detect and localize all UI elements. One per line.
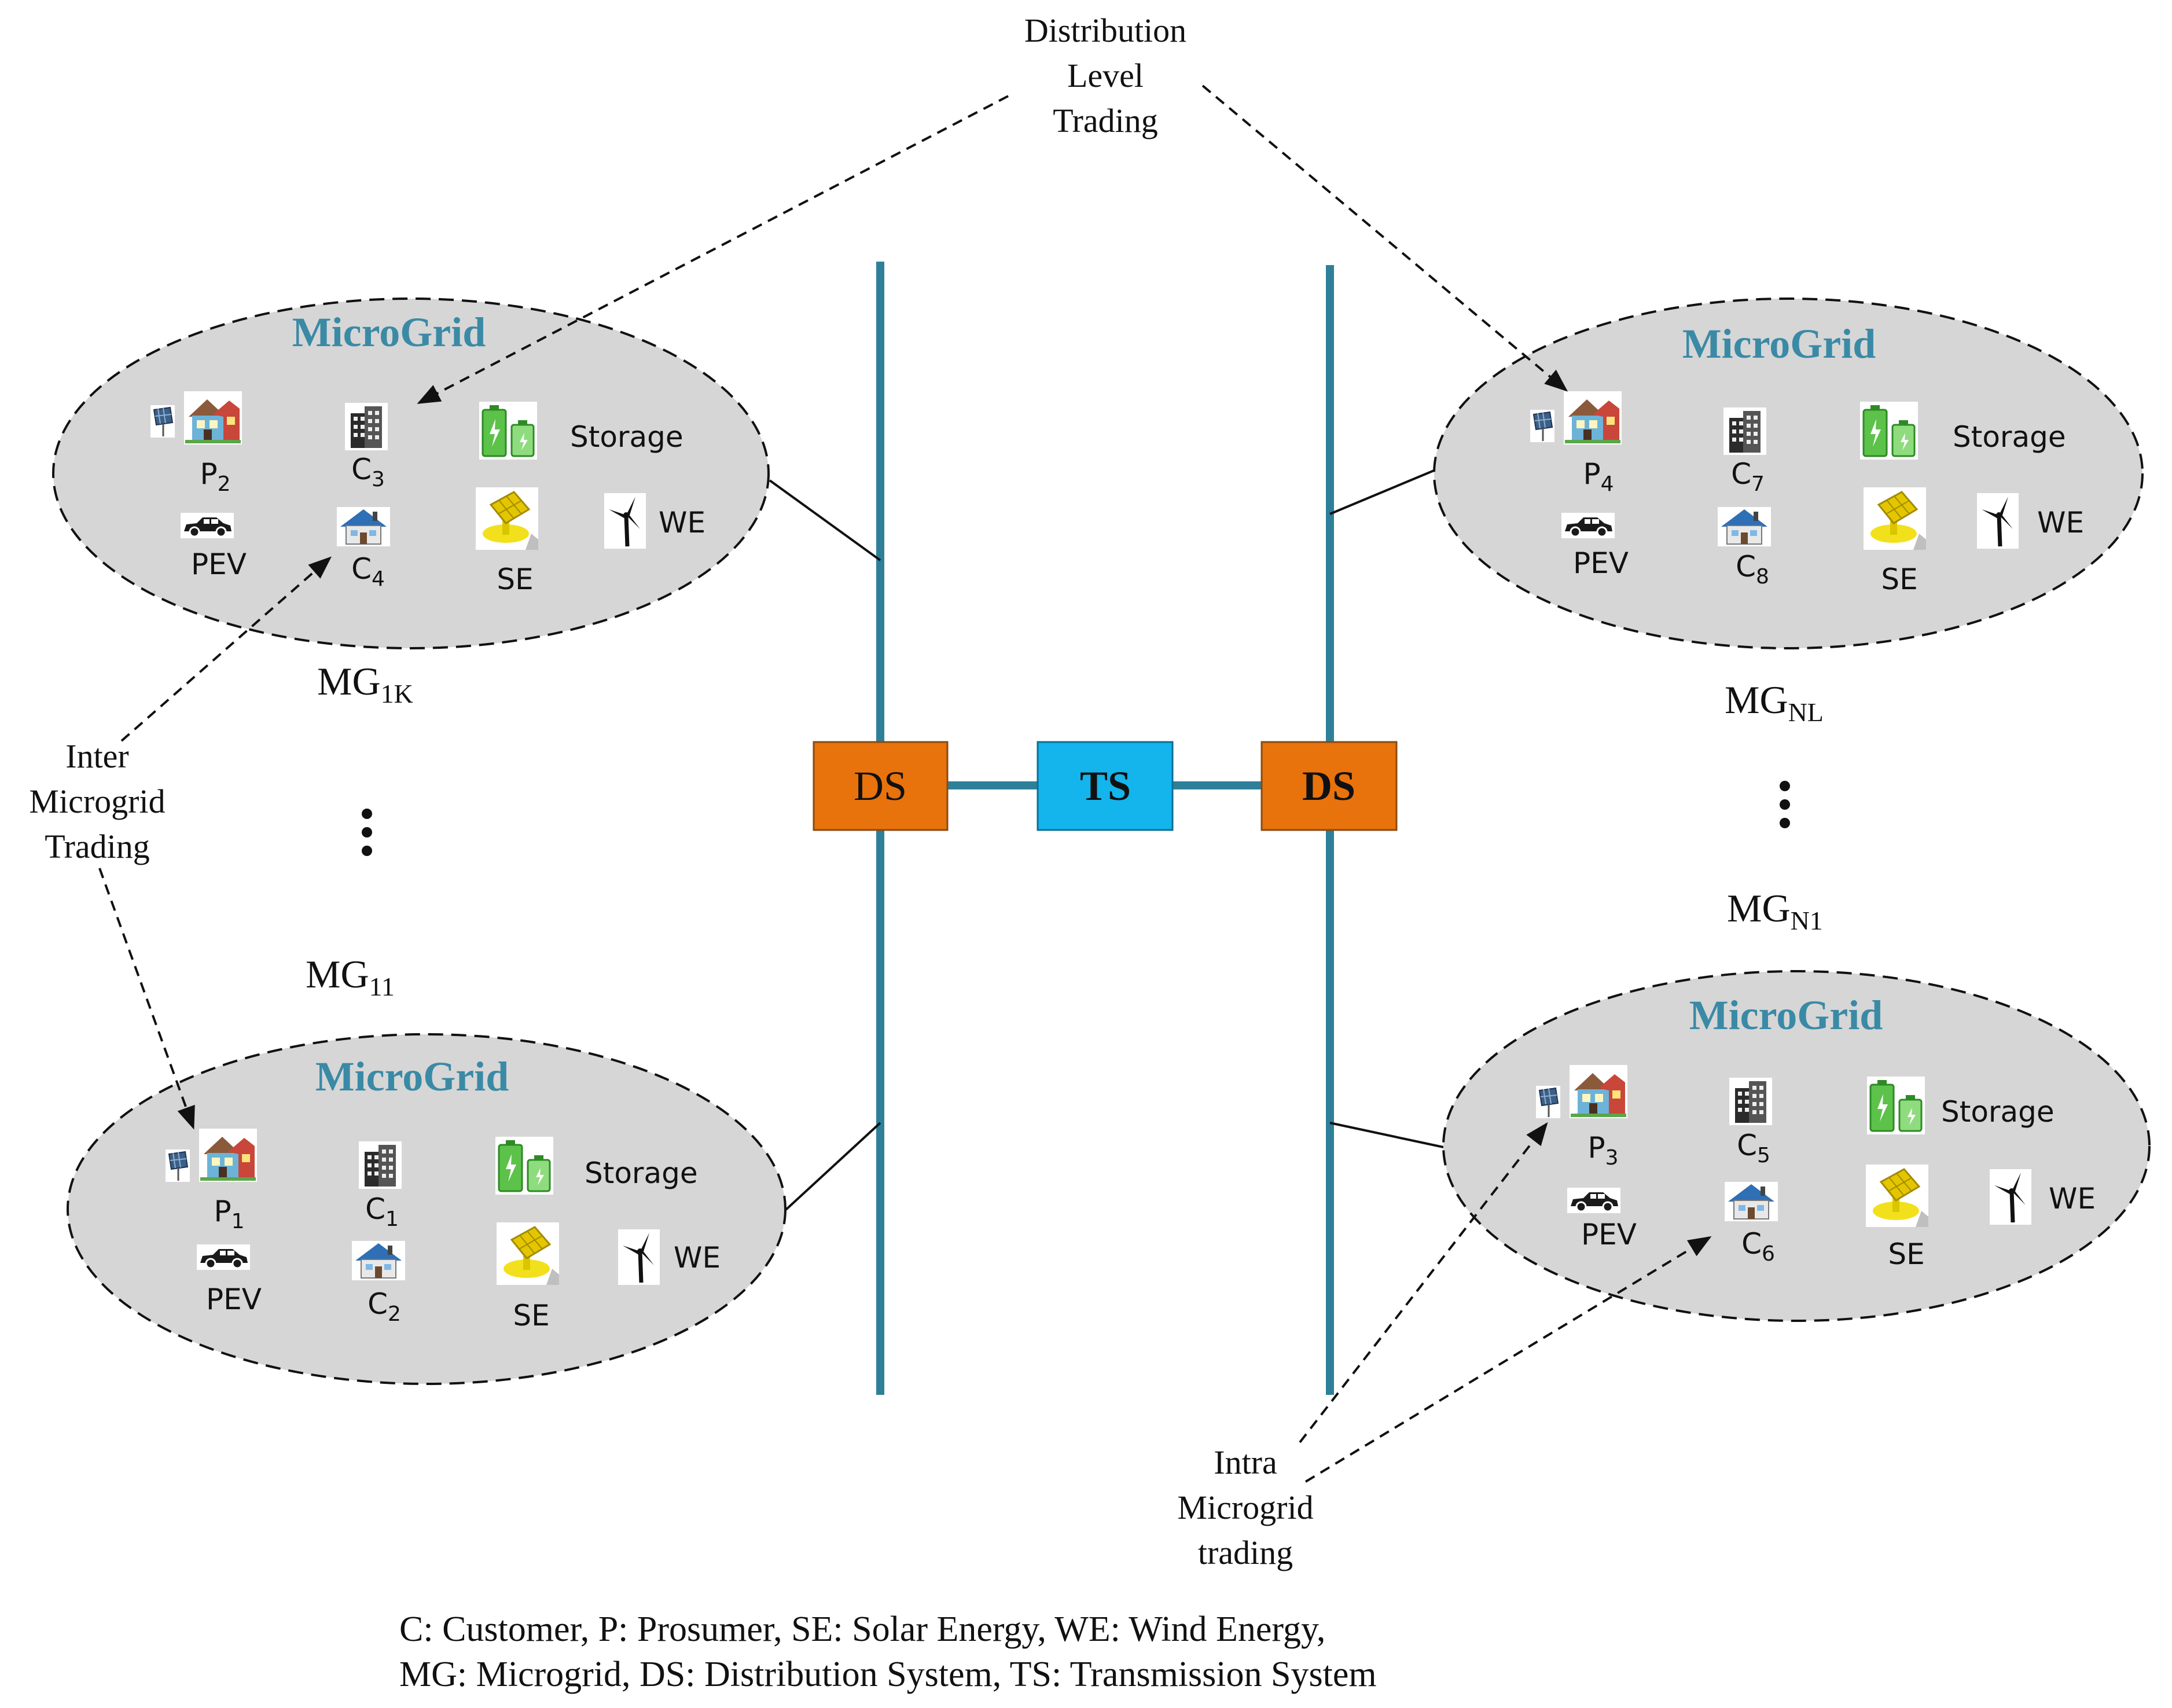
house-icon [1717,506,1772,547]
solar-energy-icon [1862,486,1927,551]
ds-left-label: DS [854,763,907,809]
car-icon [179,512,235,539]
svg-text:trading: trading [1198,1534,1293,1571]
house-icon [336,506,391,547]
pev-label: PEV [206,1283,262,1316]
building-icon [359,1141,402,1189]
microgrid-title: MicroGrid [292,309,486,355]
microgrid-bottom-left: MicroGrid P1 C1 Storage PEV C2 SE WE [67,1033,787,1385]
storage-icon [478,401,538,461]
solar-panel-icon [149,404,176,439]
prosumer-house-icon [1570,1065,1627,1118]
ts-label: TS [1080,763,1131,809]
prosumer-label: P3 [1587,1131,1618,1170]
pev-label: PEV [1581,1218,1637,1251]
customer-building-label: C3 [351,453,385,491]
svg-text:Level: Level [1067,57,1144,94]
microgrid-top-right: MicroGrid P4 C7 Storage PEV C8 SE WE [1433,297,2144,649]
microgrid-title: MicroGrid [1682,321,1876,367]
building-icon [1723,407,1766,455]
wind-turbine-icon [618,1229,660,1285]
customer-building-label: C7 [1731,457,1765,496]
prosumer-house-icon [1564,391,1622,445]
svg-text:Intra: Intra [1214,1443,1277,1481]
wind-turbine-icon [604,493,646,549]
car-icon [1560,512,1616,539]
solar-panel-icon [1535,1085,1561,1119]
storage-icon [1866,1075,1926,1136]
legend-line-2: MG: Microgrid, DS: Distribution System, … [399,1655,1377,1694]
prosumer-label: P1 [214,1195,244,1233]
solar-energy-icon [1865,1163,1930,1228]
prosumer-house-icon [199,1129,257,1182]
storage-label: Storage [1941,1095,2055,1129]
storage-label: Storage [570,420,683,454]
car-icon [1566,1187,1622,1214]
se-label: SE [513,1299,549,1332]
mg-nl-label: MGNL [1725,678,1824,727]
car-icon [196,1243,251,1271]
customer-house-label: C8 [1736,550,1769,589]
ds-box-right: DS [1260,741,1398,831]
house-icon [1724,1181,1778,1222]
ellipsis-right [1780,781,1790,828]
mg-1k-label: MG1K [317,659,413,708]
solar-panel-icon [1529,409,1556,443]
we-label: WE [2037,506,2084,539]
svg-text:Trading: Trading [45,828,150,865]
we-label: WE [2049,1182,2096,1215]
wind-turbine-icon [1990,1169,2031,1225]
ts-box: TS [1037,741,1174,831]
microgrid-title: MicroGrid [1689,992,1883,1038]
svg-text:Distribution: Distribution [1024,12,1186,49]
svg-text:Microgrid: Microgrid [1177,1489,1313,1526]
trading-arrows [98,85,1712,1483]
microgrid-bottom-right: MicroGrid P3 C5 Storage PEV C6 SE WE [1442,970,2151,1322]
mg-n1-label: MGN1 [1727,886,1823,935]
we-label: WE [674,1241,721,1274]
prosumer-house-icon [184,391,242,445]
intra-microgrid-trading-label: Intra Microgrid trading [1177,1443,1313,1571]
storage-icon [1859,401,1919,461]
customer-building-label: C1 [365,1192,399,1231]
se-label: SE [1888,1237,1924,1271]
feeder-lines [769,469,1444,1211]
storage-icon [494,1136,554,1196]
solar-panel-icon [164,1148,191,1183]
building-icon [345,403,388,450]
svg-text:Trading: Trading [1053,102,1158,139]
ellipsis-left [362,809,372,856]
microgrid-top-left: MicroGrid P2 C3 Storage PEV C4 SE WE [52,297,770,649]
legend-line-1: C: Customer, P: Prosumer, SE: Solar Ener… [399,1610,1326,1649]
customer-house-label: C4 [351,552,385,591]
wind-turbine-icon [1977,493,2019,549]
distribution-level-trading-label: Distribution Level Trading [1024,12,1186,139]
customer-building-label: C5 [1737,1129,1770,1167]
we-label: WE [659,506,705,539]
se-label: SE [1881,563,1917,596]
customer-house-label: C6 [1741,1227,1775,1266]
solar-energy-icon [475,486,539,551]
storage-label: Storage [1953,420,2066,454]
se-label: SE [497,563,533,596]
prosumer-label: P2 [200,457,230,496]
pev-label: PEV [1573,546,1629,580]
solar-energy-icon [495,1221,560,1286]
microgrid-title: MicroGrid [315,1053,509,1100]
customer-house-label: C2 [367,1287,401,1326]
ds-box-left: DS [813,741,949,831]
ds-right-label: DS [1302,763,1355,809]
svg-text:Inter: Inter [65,737,129,775]
inter-microgrid-trading-label: Inter Microgrid Trading [29,737,165,865]
prosumer-label: P4 [1583,457,1614,496]
pev-label: PEV [191,548,247,581]
mg-11-label: MG11 [306,952,395,1001]
building-icon [1729,1078,1772,1125]
svg-text:Microgrid: Microgrid [29,783,165,820]
storage-label: Storage [585,1156,698,1190]
house-icon [351,1240,406,1281]
